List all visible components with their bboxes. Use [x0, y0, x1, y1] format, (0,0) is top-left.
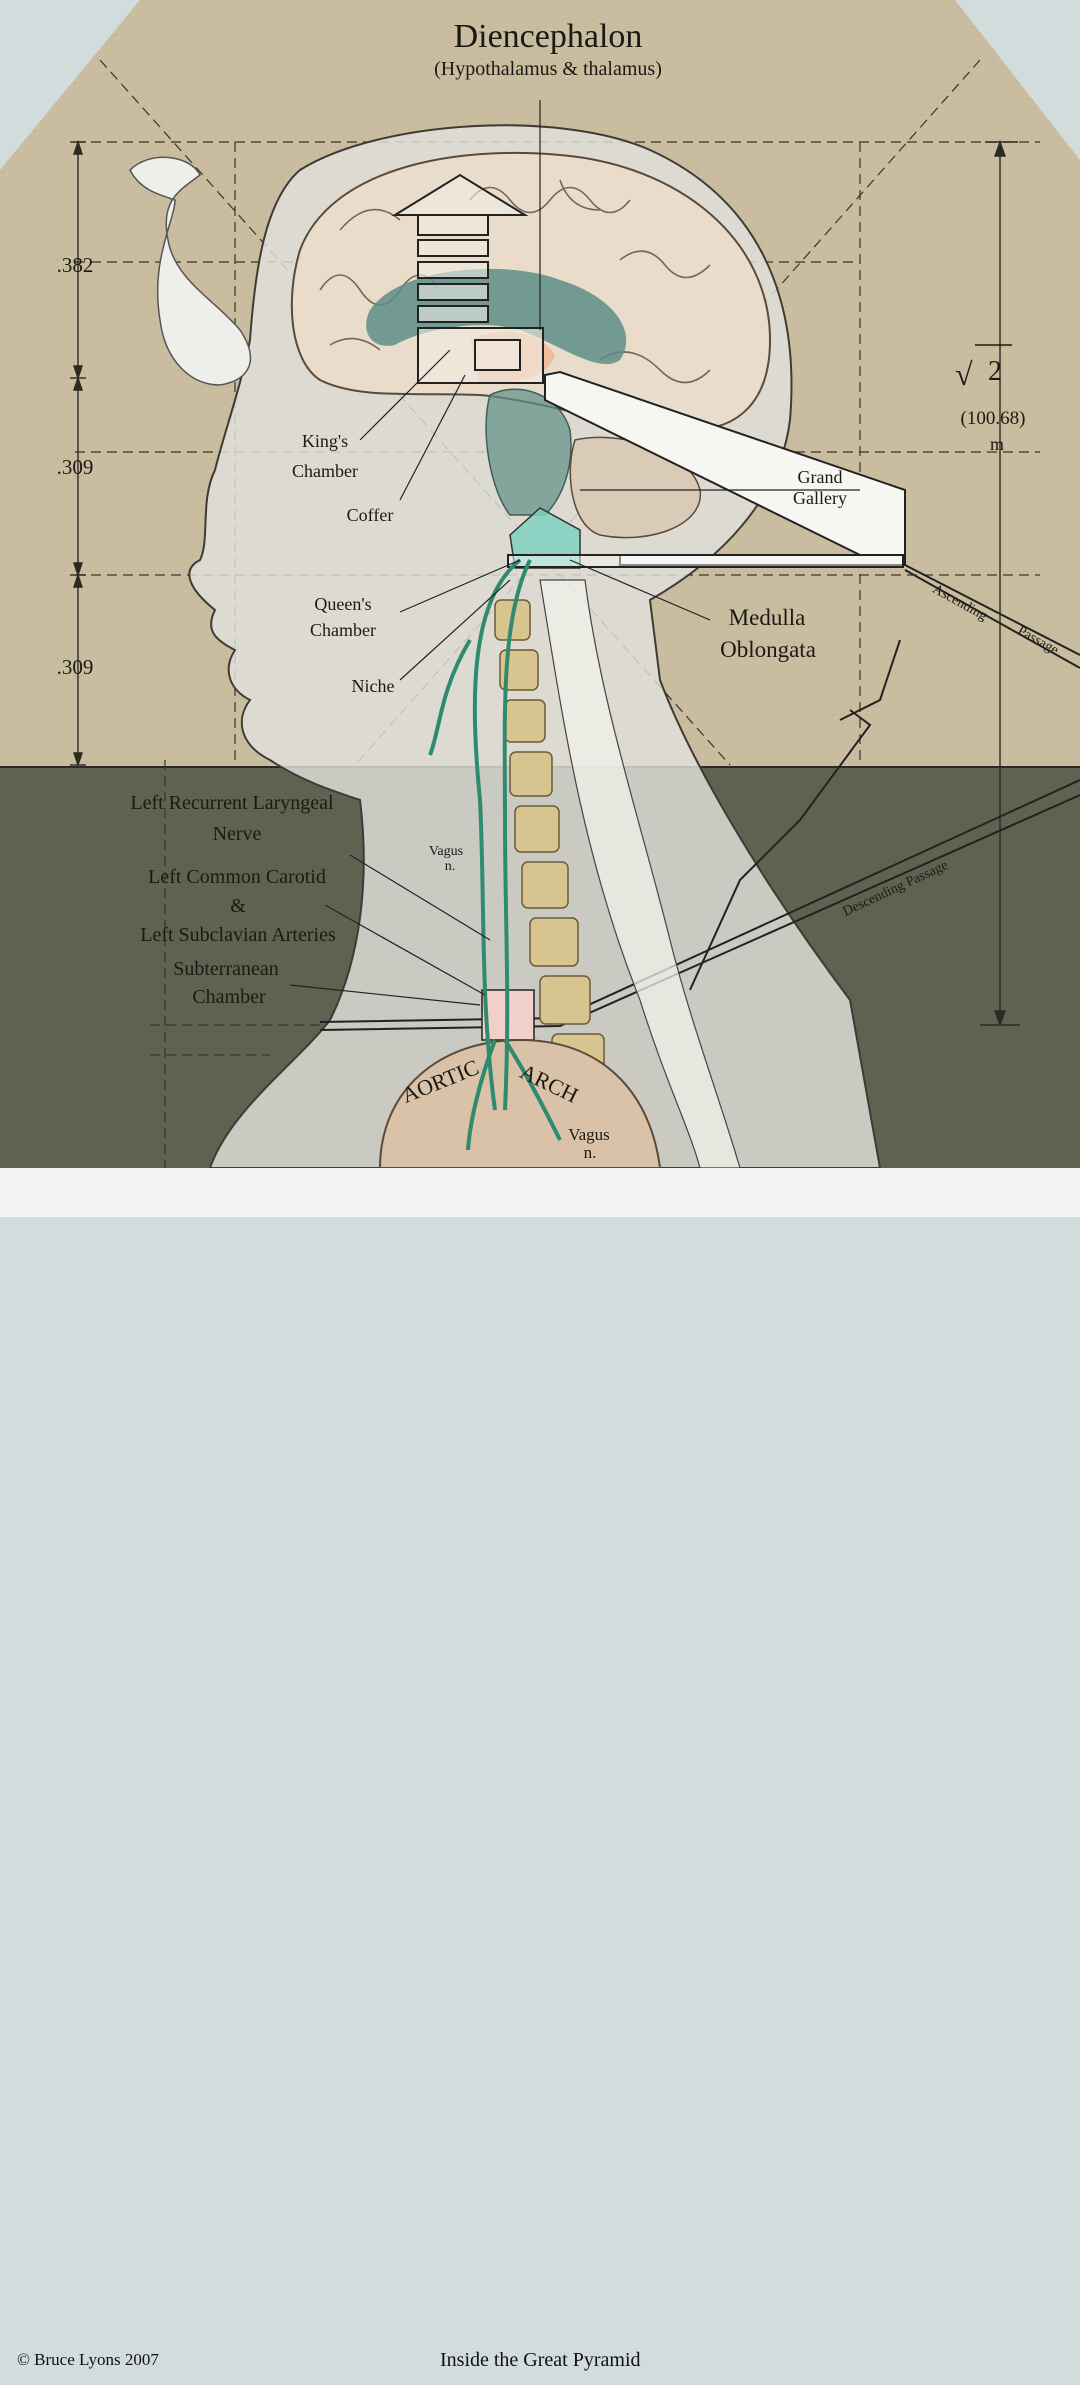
- vagus-top-label-2: n.: [445, 859, 456, 874]
- grand-gallery-label-2: Gallery: [793, 488, 847, 508]
- queens-chamber-label-1: Queen's: [314, 594, 371, 614]
- pyramid-head-diagram: Diencephalon (Hypothalamus & thalamus) .…: [0, 0, 1080, 1169]
- vagus-bottom-label-1: Vagus: [568, 1125, 610, 1144]
- diagram-stage: Diencephalon (Hypothalamus & thalamus) .…: [0, 0, 1080, 1169]
- ratio-axis: [70, 139, 86, 768]
- ratio-label-bottom: .309: [57, 655, 94, 679]
- carotid-label-1: Left Common Carotid: [148, 866, 326, 888]
- vagus-top-label-1: Vagus: [429, 844, 463, 859]
- kings-chamber-structure: [391, 173, 544, 384]
- laryngeal-nerve-label-1: Left Recurrent Laryngeal: [130, 792, 334, 814]
- uraeus-snake: [129, 156, 251, 386]
- grand-gallery-label-1: Grand: [798, 467, 843, 487]
- kings-chamber-label-2: Chamber: [292, 461, 358, 481]
- queens-chamber-label-2: Chamber: [310, 620, 376, 640]
- brainstem: [485, 388, 572, 516]
- leader-lines: [289, 100, 860, 1006]
- spinal-cord: [539, 579, 741, 1169]
- kings-chamber-label-1: King's: [302, 431, 348, 451]
- height-axis: [980, 139, 1020, 1028]
- diagram-subtitle: (Hypothalamus & thalamus): [434, 58, 662, 80]
- copyright-text: © Bruce Lyons 2007: [17, 2350, 159, 2369]
- vagus-bottom-label-2: n.: [584, 1143, 597, 1162]
- niche-label: Niche: [352, 676, 395, 696]
- ratio-label-middle: .309: [57, 455, 94, 479]
- passage-system: [319, 370, 1080, 1031]
- root-value: 2: [988, 356, 1002, 387]
- carotid-label-3: Left Subclavian Arteries: [140, 924, 336, 946]
- medulla-label-1: Medulla: [729, 605, 806, 630]
- footer-caption: Inside the Great Pyramid: [440, 2349, 641, 2371]
- subterranean-chamber-label-2: Chamber: [192, 986, 266, 1008]
- subterranean-chamber-label-1: Subterranean: [173, 958, 279, 980]
- medulla-label-2: Oblongata: [720, 637, 816, 662]
- root-symbol: √: [955, 356, 973, 392]
- coffer-label: Coffer: [347, 505, 394, 525]
- height-value: (100.68): [961, 408, 1026, 429]
- footer-bar: © Bruce Lyons 2007 Inside the Great Pyra…: [0, 1168, 1080, 2371]
- diagram-title: Diencephalon: [454, 18, 643, 55]
- height-unit: m: [990, 434, 1004, 454]
- aortic-arch: [378, 1038, 662, 1169]
- vagus-nerves: [428, 558, 562, 1151]
- carotid-label-2: &: [230, 895, 246, 917]
- ratio-label-top: .382: [57, 253, 94, 277]
- laryngeal-nerve-label-2: Nerve: [213, 823, 262, 845]
